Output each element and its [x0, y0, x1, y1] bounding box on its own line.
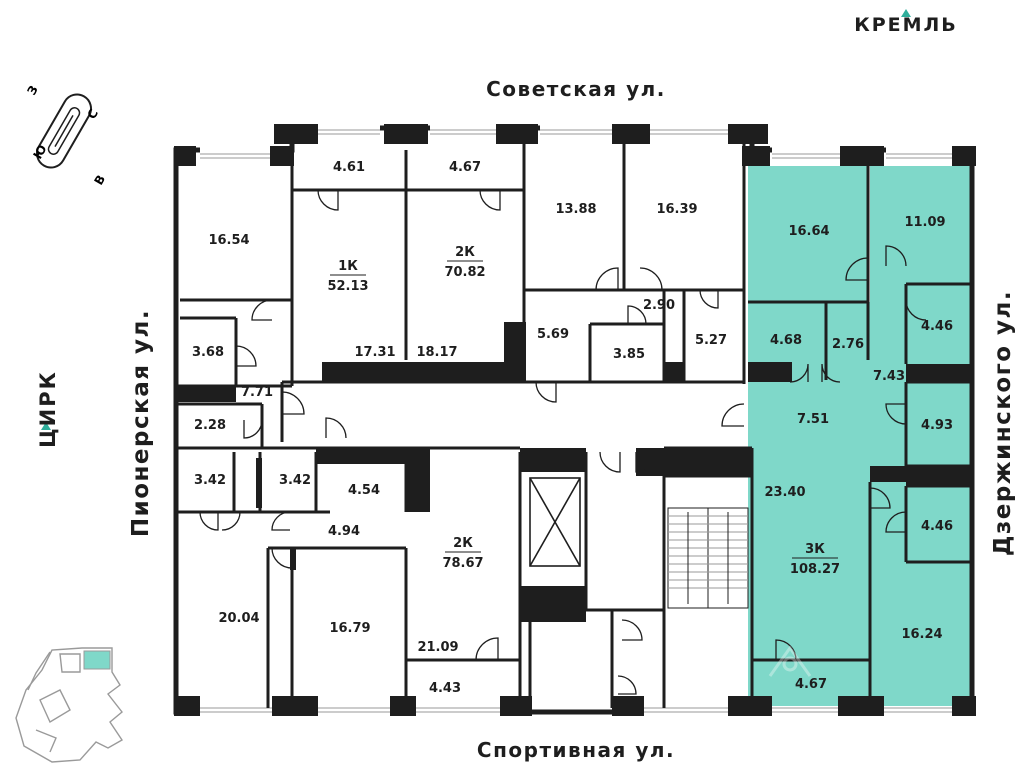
room-area: 5.27	[695, 333, 727, 348]
unit-3k-area: 108.27	[790, 562, 840, 577]
room-area: 4.94	[328, 524, 360, 539]
room-area: 3.68	[192, 345, 224, 360]
unit-3k-type: 3К	[805, 542, 825, 557]
unit-2k-top-area: 70.82	[444, 265, 485, 280]
room-area: 23.40	[764, 485, 805, 500]
street-east-label: Дзержинского ул.	[990, 290, 1016, 556]
room-area: 5.69	[537, 327, 569, 342]
kremlin-pointer-icon	[901, 9, 911, 17]
street-south-label: Спортивная ул.	[477, 738, 675, 762]
kremlin-label: КРЕМЛЬ	[854, 14, 958, 36]
room-area: 7.71	[241, 385, 273, 400]
compass-icon	[36, 93, 92, 169]
elevator-shaft-icon	[529, 477, 581, 567]
unit-3k-highlight	[748, 166, 970, 706]
site-mini-map-highlight	[83, 650, 111, 670]
street-north-label: Советская ул.	[486, 77, 666, 101]
wall-blocks	[174, 124, 976, 716]
room-area: 3.42	[194, 473, 226, 488]
room-area: 4.54	[348, 483, 380, 498]
room-area: 2.76	[832, 337, 864, 352]
compass-west: З	[24, 83, 40, 97]
room-labels: 16.54 4.61 4.67 13.88 16.39 16.64 11.09 …	[192, 160, 953, 696]
room-area: 21.09	[417, 640, 458, 655]
room-area: 3.85	[613, 347, 645, 362]
stairs-icon	[667, 507, 749, 609]
circus-label: ЦИРК	[36, 370, 60, 448]
watermark-logo	[768, 645, 812, 677]
room-area: 16.24	[901, 627, 942, 642]
room-area: 2.90	[643, 298, 675, 313]
room-area: 4.43	[429, 681, 461, 696]
windows	[198, 129, 952, 713]
room-area: 4.46	[921, 519, 953, 534]
room-area: 3.42	[279, 473, 311, 488]
room-area: 18.17	[416, 345, 457, 360]
unit-2k-bottom-area: 78.67	[442, 556, 483, 571]
room-area: 13.88	[555, 202, 596, 217]
room-area: 4.61	[333, 160, 365, 175]
room-area: 4.93	[921, 418, 953, 433]
room-area: 16.39	[656, 202, 697, 217]
compass-east: В	[91, 173, 108, 188]
unit-2k-top-type: 2К	[455, 245, 475, 260]
room-area: 4.68	[770, 333, 802, 348]
room-area: 7.43	[873, 369, 905, 384]
room-area: 20.04	[218, 611, 259, 626]
room-area: 17.31	[354, 345, 395, 360]
unit-1k-area: 52.13	[327, 279, 368, 294]
room-area: 4.67	[449, 160, 481, 175]
compass-south: Ю	[30, 142, 49, 161]
room-area: 4.67	[795, 677, 827, 692]
room-area: 16.54	[208, 233, 249, 248]
room-area: 7.51	[797, 412, 829, 427]
site-mini-map	[15, 647, 123, 763]
room-area: 4.46	[921, 319, 953, 334]
street-west-label: Пионерская ул.	[128, 309, 154, 537]
door-swings	[199, 189, 927, 695]
circus-pointer-icon	[41, 422, 51, 430]
room-area: 16.64	[788, 224, 829, 239]
unit-1k-type: 1К	[338, 259, 358, 274]
room-area: 2.28	[194, 418, 226, 433]
unit-2k-bottom-type: 2К	[453, 536, 473, 551]
room-area: 11.09	[904, 215, 945, 230]
room-area: 16.79	[329, 621, 370, 636]
